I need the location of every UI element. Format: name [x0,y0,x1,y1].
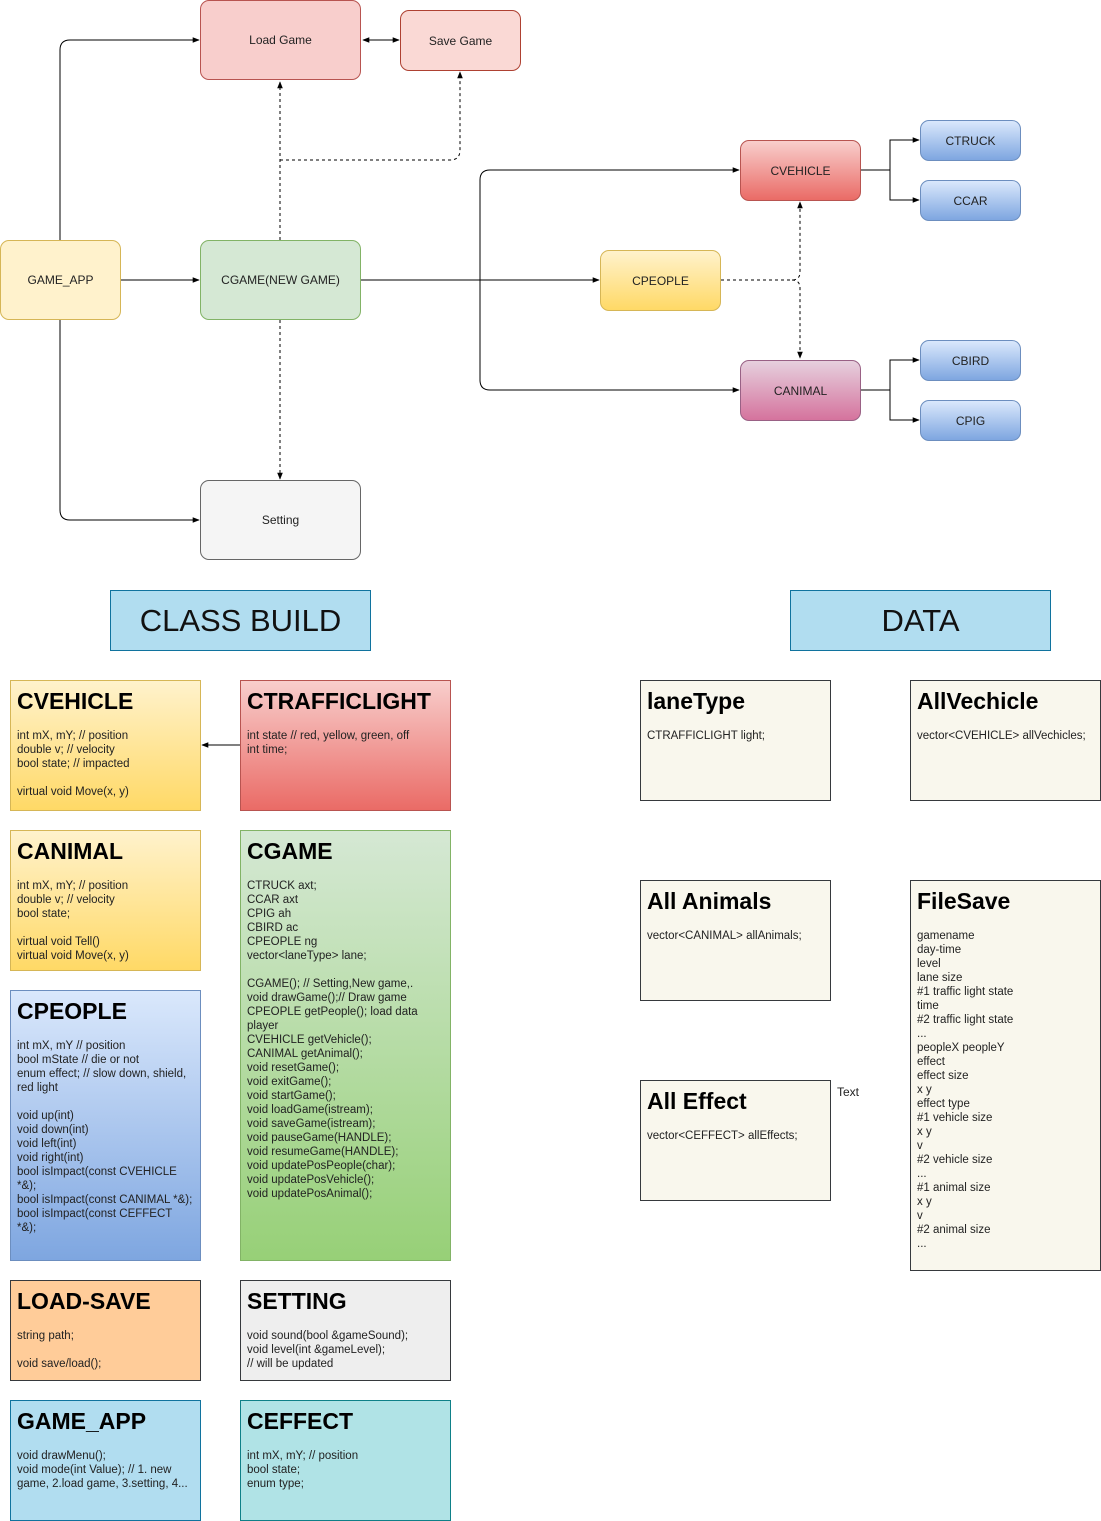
card-title: laneType [647,688,745,714]
lanetype-data-card: laneType CTRAFFICLIGHT light; [640,680,831,801]
node-label: GAME_APP [27,273,94,287]
edge-animal-to-pig [889,390,920,423]
card-title: All Animals [647,888,772,914]
edge-app-to-setting [59,320,200,523]
allanimals-data-card: All Animals vector<CANIMAL> allAnimals; [640,880,831,1001]
node-label: Save Game [428,33,493,48]
game-app-class-card: GAME_APP void drawMenu(); void mode(int … [10,1400,201,1521]
filesave-data-card: FileSave gamename day-time level lane si… [910,880,1101,1271]
edge-people-link [721,201,803,281]
card-body: int mX, mY; // position double v; // vel… [17,880,129,962]
edge-vehicle-to-car [889,170,920,203]
edge-vehicle-to-truck [861,137,920,171]
cpeople-node: CPEOPLE [600,250,721,311]
allvechicle-data-card: AllVechicle vector<CVEHICLE> allVechicle… [910,680,1101,801]
save-game-node: Save Game [400,10,521,71]
load-save-class-card: LOAD-SAVE string path; void save/load(); [10,1280,201,1381]
canimal-class-card: CANIMAL int mX, mY; // position double v… [10,830,201,971]
edge-cgame-to-save [280,71,463,161]
node-label: CCAR [953,193,988,208]
edge-people-to-animal [791,279,803,359]
card-body: void drawMenu(); void mode(int Value); /… [17,1450,188,1490]
canimal-node: CANIMAL [740,360,861,421]
card-body: CTRAFFICLIGHT light; [647,730,765,742]
node-label: CTRUCK [945,133,996,148]
card-body: int mX, mY // position bool mState // di… [17,1040,193,1234]
card-title: CTRAFFICLIGHT [247,688,431,714]
floating-text-label: Text [837,1085,860,1099]
card-title: FileSave [917,888,1011,914]
cgame-class-card: CGAME CTRUCK axt; CCAR axt CPIG ah CBIRD… [240,830,451,1261]
card-title: SETTING [247,1288,347,1314]
setting-node: Setting [200,480,361,560]
card-body: void sound(bool &gameSound); void level(… [247,1330,409,1370]
edge-animal-to-bird [861,357,920,391]
node-label: Setting [261,513,300,527]
node-label: CPEOPLE [632,273,689,288]
node-label: CANIMAL [773,383,828,398]
node-label: CVEHICLE [770,163,831,178]
cvehicle-node: CVEHICLE [740,140,861,201]
ctrafficlight-class-card: CTRAFFICLIGHT int state // red, yellow, … [240,680,451,811]
card-body: vector<CEFFECT> allEffects; [647,1130,798,1142]
card-title: LOAD-SAVE [17,1288,151,1314]
card-body: CTRUCK axt; CCAR axt CPIG ah CBIRD ac CP… [247,880,418,1200]
card-title: All Effect [647,1088,747,1114]
alleffect-data-card: All Effect vector<CEFFECT> allEffects; [640,1080,831,1201]
card-title: CGAME [247,838,333,864]
cpeople-class-card: CPEOPLE int mX, mY // position bool mSta… [10,990,201,1261]
node-label: CPIG [955,413,986,428]
card-title: CVEHICLE [17,688,134,714]
edge-app-to-load [59,37,200,240]
card-body: vector<CVEHICLE> allVechicles; [917,730,1086,742]
edge-cgame-to-vehicle [479,167,740,280]
node-label: CBIRD [951,353,990,368]
edge-cgame-to-animal [479,280,740,393]
node-label: Load Game [249,33,312,47]
ceffect-class-card: CEFFECT int mX, mY; // position bool sta… [240,1400,451,1521]
cvehicle-class-card: CVEHICLE int mX, mY; // position double … [10,680,201,811]
game-app-node: GAME_APP [0,240,121,320]
cbird-node: CBIRD [920,340,1021,381]
card-body: int state // red, yellow, green, off int… [247,730,410,756]
card-title: GAME_APP [17,1408,147,1434]
data-heading: DATA [790,590,1051,651]
ccar-node: CCAR [920,180,1021,221]
card-body: int mX, mY; // position double v; // vel… [17,730,130,798]
card-title: AllVechicle [917,688,1039,714]
node-label: CGAME(NEW GAME) [221,273,340,287]
card-body: int mX, mY; // position bool state; enum… [247,1450,359,1490]
class-build-heading: CLASS BUILD [110,590,371,651]
cpig-node: CPIG [920,400,1021,441]
load-game-node: Load Game [200,0,361,80]
cgame-node: CGAME(NEW GAME) [200,240,361,320]
ctruck-node: CTRUCK [920,120,1021,161]
card-title: CEFFECT [247,1408,354,1434]
card-body: gamename day-time level lane size #1 tra… [917,930,1014,1250]
card-body: vector<CANIMAL> allAnimals; [647,930,802,942]
card-body: string path; void save/load(); [17,1330,102,1370]
card-title: CANIMAL [17,838,124,864]
setting-class-card: SETTING void sound(bool &gameSound); voi… [240,1280,451,1381]
card-title: CPEOPLE [17,998,127,1024]
